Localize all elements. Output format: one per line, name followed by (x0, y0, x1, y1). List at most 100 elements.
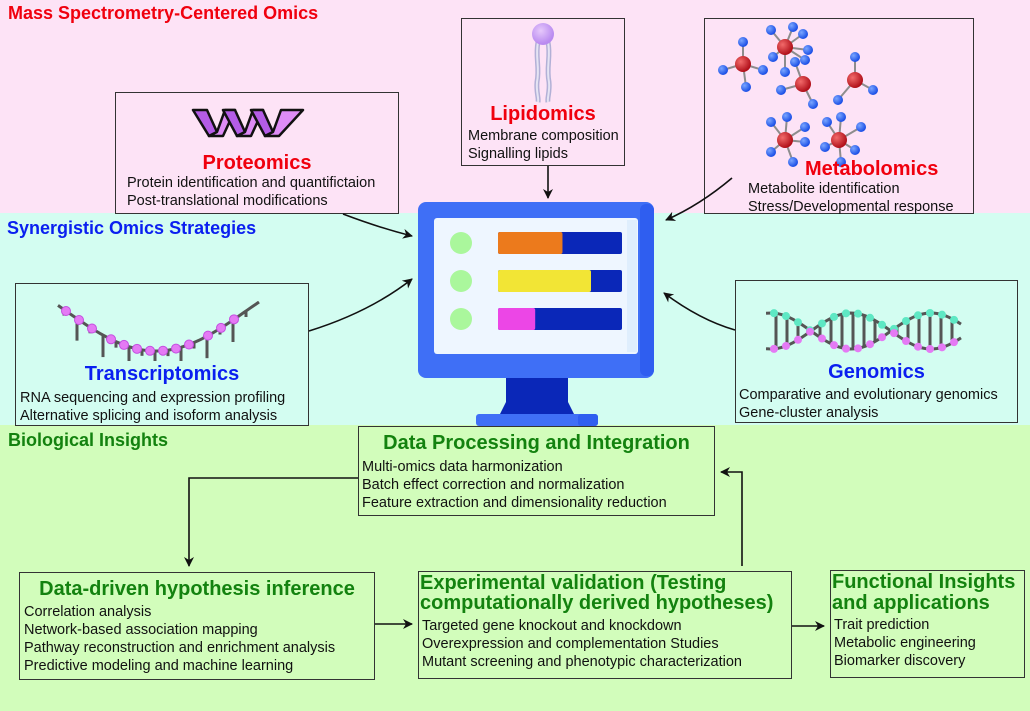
protein-helix-icon (191, 108, 305, 138)
experimental-validation-box: Experimental validation (Testing computa… (418, 571, 792, 679)
nucleotide (842, 309, 850, 318)
genomics-line: Comparative and evolutionary genomics (739, 387, 998, 403)
proteomics-line: Protein identification and quantifictaio… (127, 175, 376, 191)
data-processing-box: Data Processing and Integration Multi-om… (358, 426, 715, 516)
atom (795, 76, 811, 92)
nucleotide (830, 341, 838, 350)
atom (788, 157, 798, 167)
nucleotide (830, 312, 838, 321)
metabolomics-box: Metabolomics Metabolite identification S… (704, 18, 974, 215)
experimental-validation-line: Mutant screening and phenotypic characte… (422, 654, 742, 670)
genomics-line: Gene-cluster analysis (739, 405, 879, 421)
rna-strand-icon (57, 301, 260, 361)
atom (831, 132, 847, 148)
atom (833, 95, 843, 105)
nucleotide (216, 322, 226, 333)
nucleotide (106, 334, 116, 345)
atom (836, 157, 846, 167)
functional-insights-line: Biomarker discovery (834, 653, 966, 669)
nucleotide (950, 338, 958, 347)
status-dot (450, 270, 472, 292)
nucleotide (61, 306, 71, 316)
proteomics-title: Proteomics (202, 152, 312, 174)
nucleotide (926, 309, 934, 318)
experimental-validation-line: Targeted gene knockout and knockdown (422, 618, 682, 634)
transcriptomics-line: RNA sequencing and expression profiling (20, 390, 286, 406)
nucleotide (878, 320, 886, 329)
atom (782, 112, 792, 122)
atom (850, 145, 860, 155)
genomics-title: Genomics (828, 361, 925, 383)
experimental-validation-title: computationally derived hypotheses) (420, 592, 774, 614)
nucleotide (794, 318, 802, 327)
biological-insights-section (0, 425, 1030, 711)
atom (856, 122, 866, 132)
nucleotide (866, 313, 874, 322)
metabolite-molecules-icon (718, 22, 878, 167)
transcriptomics-title: Transcriptomics (84, 363, 240, 385)
functional-insights-box: Functional Insights and applications Tra… (830, 570, 1025, 678)
atom (777, 39, 793, 55)
atom (820, 142, 830, 152)
atom (766, 147, 776, 157)
nucleotide (87, 323, 97, 334)
biological-insights-section-title: Biological Insights (8, 430, 169, 450)
status-dot (450, 232, 472, 254)
transcriptomics-line: Alternative splicing and isoform analysi… (20, 408, 278, 424)
monitor-stand (496, 378, 578, 422)
nucleotide (782, 312, 790, 321)
lipidomics-title: Lipidomics (490, 103, 596, 125)
nucleotide (770, 344, 778, 353)
status-dot (450, 308, 472, 330)
nucleotide (171, 343, 181, 354)
atom (790, 57, 800, 67)
nucleotide (938, 343, 946, 352)
data-processing-line: Feature extraction and dimensionality re… (362, 495, 667, 511)
genomics-box: Genomics Comparative and evolutionary ge… (735, 280, 1018, 423)
atom (800, 55, 810, 65)
atom (822, 117, 832, 127)
atom (798, 29, 808, 39)
nucleotide (203, 330, 213, 341)
experimental-validation-title: Experimental validation (Testing (420, 572, 727, 594)
metabolomics-title: Metabolomics (805, 158, 939, 180)
nucleotide (902, 337, 910, 346)
nucleotide (806, 327, 814, 336)
lipidomics-line: Membrane composition (468, 128, 619, 144)
nucleotide (145, 345, 155, 356)
functional-insights-title: and applications (832, 592, 990, 614)
nucleotide (854, 309, 862, 318)
nucleotide (890, 329, 898, 338)
experimental-validation-line: Overexpression and complementation Studi… (422, 636, 719, 652)
atom (803, 45, 813, 55)
nucleotide (818, 334, 826, 343)
lipid-molecule-icon (532, 23, 554, 103)
atom (788, 22, 798, 32)
atom (847, 72, 863, 88)
nucleotide (119, 339, 129, 350)
atom (718, 65, 728, 75)
nucleotide (950, 315, 958, 324)
proteomics-line: Post-translational modifications (127, 193, 328, 209)
nucleotide (184, 339, 194, 350)
atom (766, 25, 776, 35)
monitor-base (476, 414, 598, 426)
atom (738, 37, 748, 47)
synergistic-section-title: Synergistic Omics Strategies (7, 218, 257, 238)
nucleotide (229, 314, 239, 325)
dna-double-helix-icon (766, 309, 962, 353)
nucleotide (938, 310, 946, 319)
lipidomics-box: Lipidomics Membrane composition Signalli… (461, 18, 625, 166)
nucleotide (854, 344, 862, 353)
hypothesis-inference-line: Network-based association mapping (24, 622, 258, 638)
nucleotide (842, 344, 850, 353)
atom (808, 99, 818, 109)
atom (868, 85, 878, 95)
atom (777, 132, 793, 148)
atom (776, 85, 786, 95)
nucleotide (926, 344, 934, 353)
mass-spec-section-title: Mass Spectrometry-Centered Omics (8, 3, 319, 23)
atom (741, 82, 751, 92)
bar-fill (498, 232, 563, 254)
metabolomics-line: Metabolite identification (748, 181, 900, 197)
